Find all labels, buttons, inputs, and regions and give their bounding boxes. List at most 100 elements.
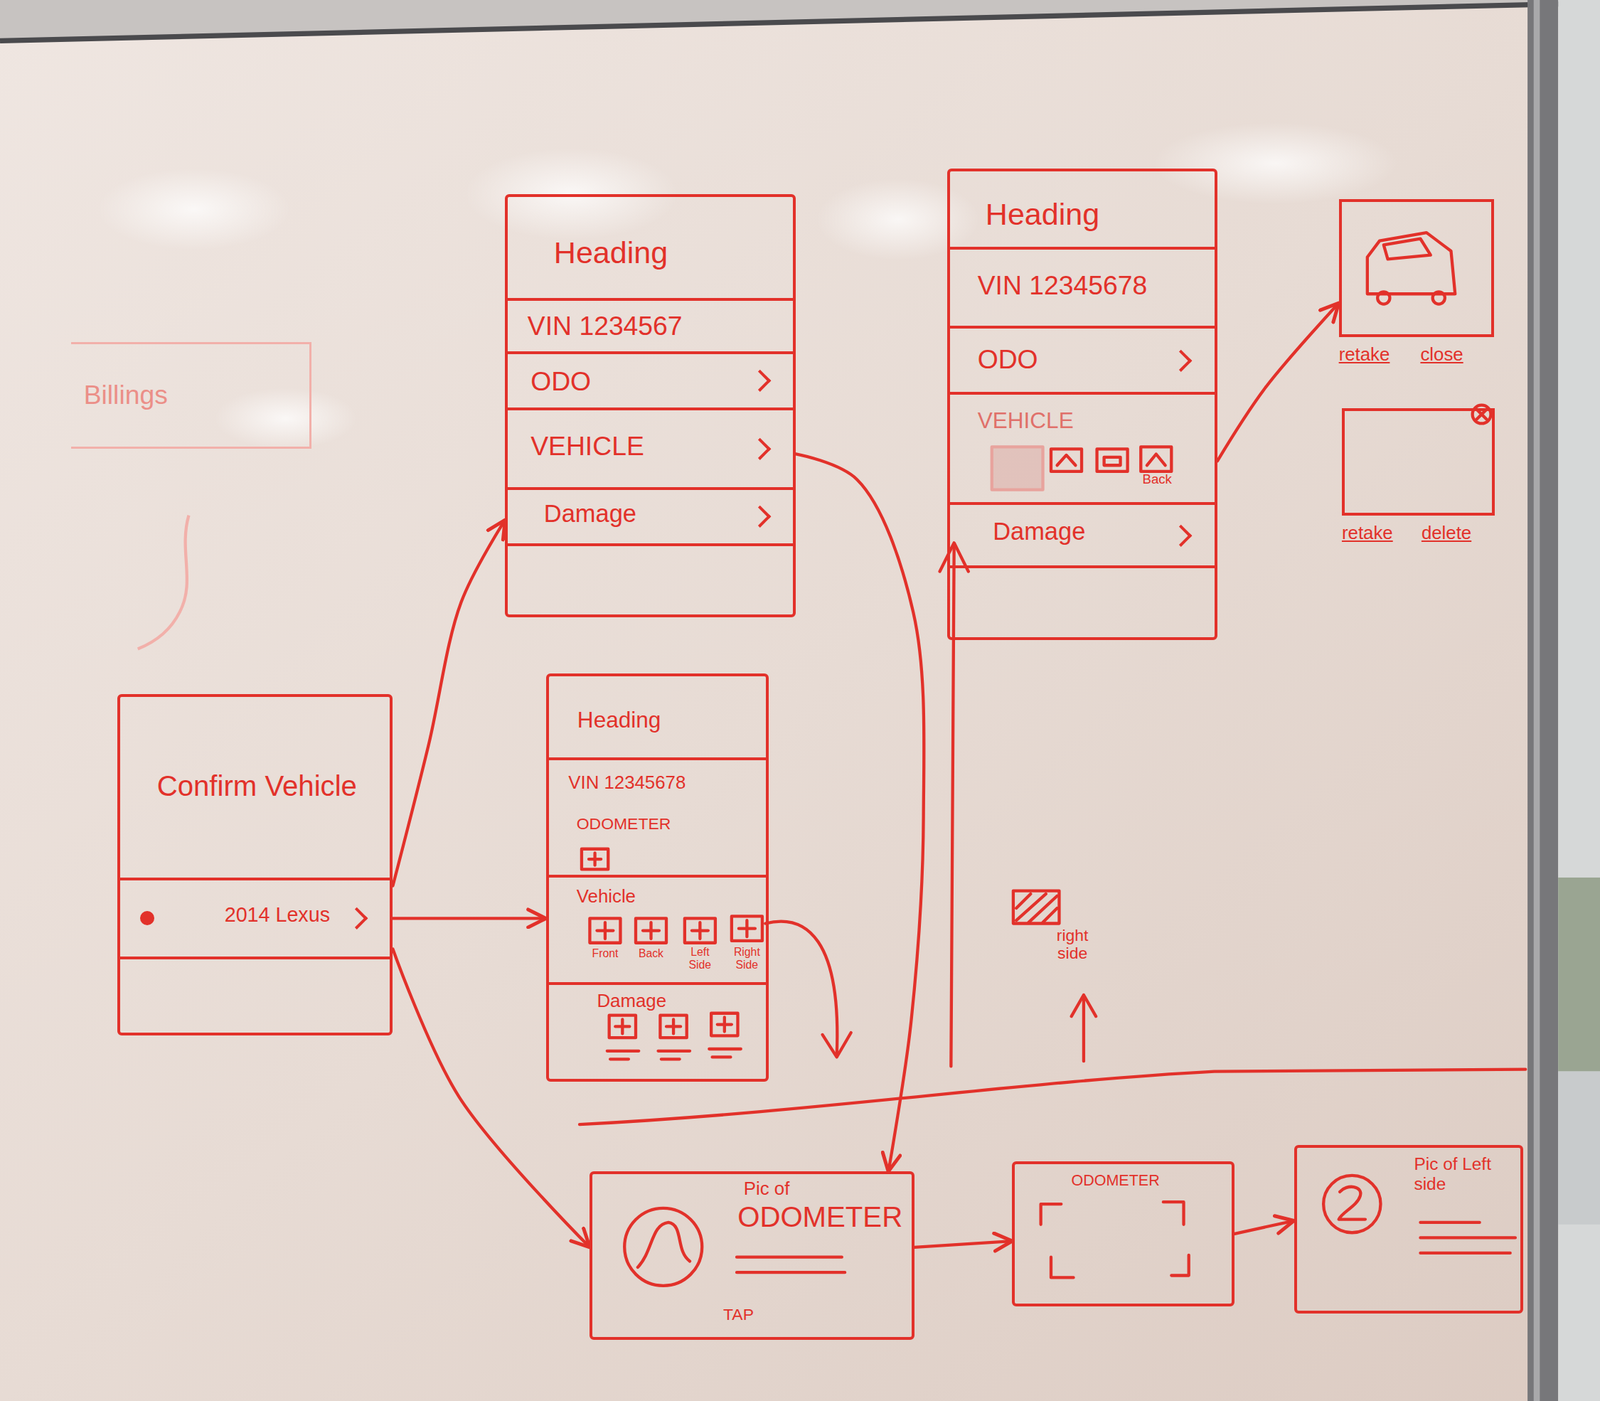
photo-slot <box>609 1015 636 1039</box>
flow-connector <box>392 916 546 920</box>
photo-thumbnail <box>1097 448 1128 472</box>
plus-sign <box>691 922 709 939</box>
instruction-card: Pic of Left side <box>1294 1144 1524 1314</box>
top-frame-edge <box>0 2 1600 41</box>
flow-connector <box>1234 1220 1294 1234</box>
screen-text: Pic of <box>743 1178 791 1200</box>
list-row: Damage <box>947 504 1218 569</box>
flow-connector <box>392 519 505 886</box>
list-row: VEHICLE <box>947 394 1218 505</box>
photo-label: Back <box>1134 472 1180 488</box>
flow-connector <box>914 1240 1013 1248</box>
divider-line <box>579 1069 1526 1125</box>
captured-thumbnail <box>1013 891 1060 924</box>
thumbnail-hatch <box>1016 893 1057 923</box>
phone-screen: HeadingVIN 12345678ODOMETER VehicleDamage <box>546 673 769 1082</box>
glare <box>96 168 291 251</box>
plus-sign <box>642 922 660 939</box>
row-label: VIN 1234567 <box>527 310 683 342</box>
phone-screen: HeadingVIN 12345678ODO VEHICLE Damage <box>947 168 1218 640</box>
screen-text: Heading <box>577 706 662 733</box>
viewfinder-corners <box>1041 1201 1189 1278</box>
row-label: VEHICLE <box>977 407 1074 434</box>
screen-text: Heading <box>985 196 1100 233</box>
top-frame <box>0 0 1600 41</box>
arrow-head <box>822 1032 852 1057</box>
list-row: Vehicle <box>546 877 769 985</box>
odometer-needle <box>637 1222 690 1268</box>
photo-slot <box>684 918 716 943</box>
list-row: ODO <box>504 354 796 411</box>
side-icon-mark <box>1339 1186 1366 1220</box>
radio-dot <box>140 910 155 926</box>
row-label: Damage <box>596 990 667 1012</box>
chevron-icon <box>1170 349 1192 371</box>
row-label: VIN 12345678 <box>977 270 1148 301</box>
screen-text: ODOMETER <box>737 1201 903 1234</box>
placeholder-lines <box>607 1048 741 1059</box>
photo-label: Front <box>584 947 626 960</box>
screen-text: close <box>1420 344 1463 366</box>
flow-connector <box>795 453 924 1172</box>
thumbnail-mark <box>1104 457 1121 466</box>
plus-sign <box>717 1017 732 1032</box>
odometer-icon <box>624 1208 702 1286</box>
car-wheel <box>1377 291 1390 304</box>
photo-frame <box>1339 199 1495 338</box>
window-view <box>1558 877 1600 1072</box>
side-icon <box>1323 1175 1381 1233</box>
thumbnail-mark <box>1057 455 1076 466</box>
flow-arrow <box>765 921 837 1056</box>
photo-label: right side <box>1043 926 1103 963</box>
photo-slot <box>635 918 667 943</box>
flow-arrow <box>1082 997 1086 1061</box>
screen-text: Pic of Left side <box>1414 1154 1517 1194</box>
row-label: 2014 Lexus <box>224 903 330 927</box>
car-window <box>1383 238 1431 260</box>
photo-label: Right Side <box>726 945 768 971</box>
plus-sign <box>615 1019 630 1034</box>
car-body <box>1367 232 1455 294</box>
screen-text: Confirm Vehicle <box>157 770 357 803</box>
photo-slot <box>589 918 621 943</box>
chevron-icon <box>748 438 771 460</box>
instruction-card: Pic ofODOMETER TAP <box>589 1171 914 1340</box>
chevron-icon <box>345 907 367 929</box>
erased-bracket <box>137 515 190 650</box>
smudged-thumbnail <box>992 446 1044 490</box>
flow-connector <box>392 948 590 1247</box>
screen-text: Billings <box>83 379 168 411</box>
screen-text: retake <box>1341 522 1394 544</box>
row-label: ODOMETER <box>576 814 672 833</box>
row-label: VIN 12345678 <box>568 772 686 794</box>
list-row: VEHICLE <box>504 410 796 490</box>
photo-preview: retake close <box>1339 199 1495 373</box>
plus-sign <box>738 920 756 937</box>
list-row: VIN 12345678 <box>947 246 1218 329</box>
photo-thumbnail <box>1140 446 1172 471</box>
photo-slot <box>581 849 608 870</box>
screen-text: Heading <box>553 235 668 271</box>
erased-box: Billings <box>71 342 311 450</box>
row-label: VEHICLE <box>530 430 645 462</box>
list-row: ODOMETER <box>546 806 769 878</box>
row-label: ODO <box>977 344 1039 375</box>
chevron-icon <box>1170 524 1192 547</box>
list-row: VIN 1234567 <box>504 297 796 355</box>
window <box>1558 0 1600 1401</box>
screen-text: retake <box>1339 344 1391 366</box>
photo-slot <box>711 1013 738 1037</box>
photo-frame <box>1341 408 1495 516</box>
chevron-icon <box>748 505 771 527</box>
row-label: Damage <box>992 517 1086 547</box>
screen-text: TAP <box>723 1304 754 1324</box>
list-row: 2014 Lexus <box>117 877 393 960</box>
list-row: Damage <box>504 489 796 547</box>
phone-screen: Confirm Vehicle 2014 Lexus <box>117 694 393 1037</box>
placeholder-lines <box>1420 1222 1515 1253</box>
